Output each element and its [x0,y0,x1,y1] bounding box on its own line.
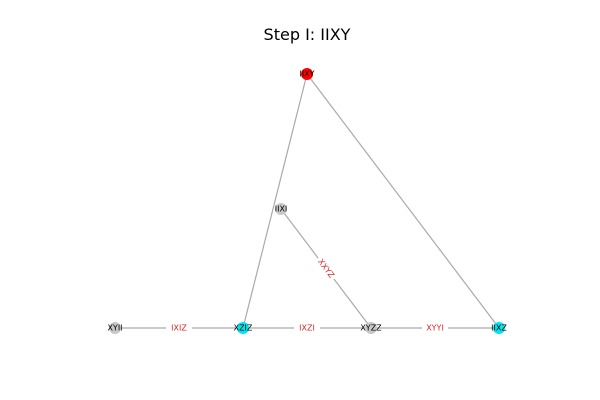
edge-iixy-iixz [306,73,500,329]
node-marker-iixy [301,68,313,80]
edge-label-group-xyyi: XYYI [422,323,448,333]
node-iixz: IIXZ [491,322,507,334]
edge-label-layer: XXYZ IXIZ IXZI XYYI [166,255,448,333]
node-marker-xziz [237,322,249,334]
node-label-xziz: XZIZ [234,324,253,333]
node-label-iixz: IIXZ [491,324,507,333]
edge-layer [115,73,500,329]
node-xyzz: XYZZ [360,322,382,334]
edge-label-background [294,323,320,333]
node-marker-xyzz [365,322,377,334]
edge-label-ixiz: IXIZ [171,324,187,333]
edge-label-xyyi: XYYI [426,324,444,333]
edge-label-group-ixiz: IXIZ [166,323,192,333]
edge-label-ixzi: IXZI [299,324,315,333]
node-xziz: XZIZ [234,322,253,334]
node-marker-iixz [493,322,505,334]
edge-label-group-xxyz: XXYZ [314,255,338,282]
edge-label-background [314,255,338,282]
node-xyii: XYII [107,322,123,334]
edge-label-background [166,323,192,333]
node-marker-iixi [275,203,287,215]
node-label-iixi: IIXI [275,205,288,214]
node-iixy: IIXY [299,68,315,80]
node-marker-xyii [109,322,121,334]
node-label-iixy: IIXY [299,70,314,79]
node-iixi: IIXI [275,203,288,215]
edge-label-background [422,323,448,333]
node-label-xyii: XYII [107,324,122,333]
edge-iixy-xziz [242,73,308,329]
node-layer: IIXY IIXI XYII XZIZ XYZZ IIXZ [107,68,507,334]
edge-label-group-ixzi: IXZI [294,323,320,333]
node-label-xyzz: XYZZ [360,324,382,333]
diagram-title: Step I: IIXY [264,25,351,44]
